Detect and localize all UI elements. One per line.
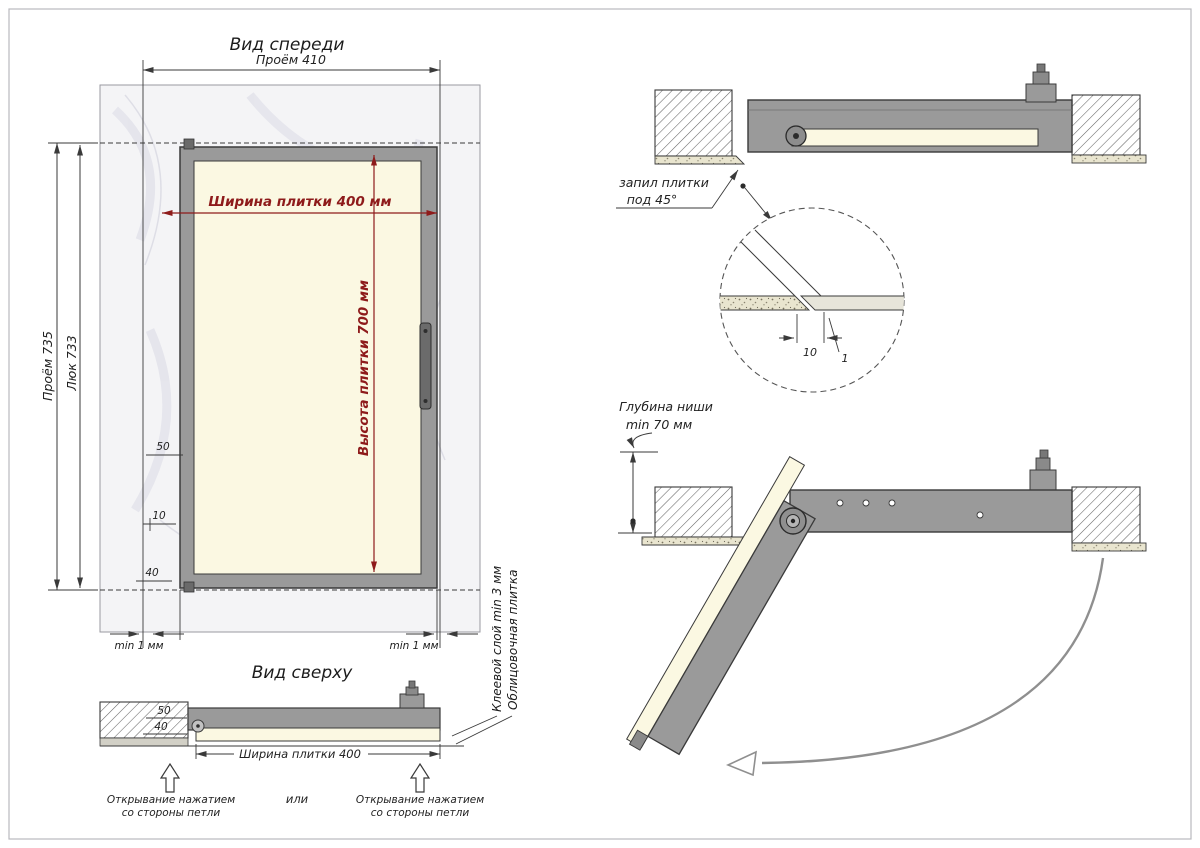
dim-40-top: 40: [143, 721, 187, 735]
dim-opening-height-label: Проём 735: [40, 331, 55, 401]
dim-50-front: 50: [146, 441, 183, 456]
press-arrow-right-icon: [409, 762, 431, 793]
dim-40-front: 40: [136, 567, 172, 582]
frame-hole-2: [862, 499, 870, 507]
open-door-foot: [628, 729, 649, 751]
top-hinge-pin: [196, 724, 200, 728]
page-border: [8, 8, 1192, 840]
swing-arrow-head-icon: [725, 750, 757, 777]
detail-dim-10-label: 10: [803, 346, 817, 359]
dim-opening-width-label: Проём 410: [256, 52, 326, 67]
or-label: или: [286, 792, 309, 806]
dim-50-front-label: 50: [156, 441, 170, 453]
top-latch: [399, 680, 425, 709]
dim-40-front-label: 40: [145, 567, 159, 579]
open-frame-arm: [789, 489, 1073, 533]
closed-wall-left: [654, 89, 733, 157]
hinge-pin-top: [183, 138, 195, 150]
top-wall-tile: [99, 737, 189, 747]
top-wall-hatch: [99, 701, 189, 739]
dim-tile-width-label: Ширина плитки 400 мм: [208, 194, 391, 210]
front-handle: [419, 322, 432, 410]
detail-hatch-tile: [799, 295, 904, 311]
dim-50-top: 50: [146, 705, 187, 719]
glue-leader-line: [451, 715, 498, 737]
swing-arrow: [725, 557, 1105, 777]
detail-wall-tile: [720, 295, 811, 311]
facing-tile-label: Облицовочная плитка: [506, 570, 520, 710]
dim-tile-width: Ширина плитки 400 мм: [162, 194, 437, 216]
depth-label-1: Глубина ниши: [619, 399, 713, 414]
dim-10-front-label: 10: [152, 510, 166, 522]
dim-min-right-label: min 1 мм: [390, 640, 439, 652]
dim-50-top-label: 50: [157, 705, 171, 717]
glue-layer-label: Клеевой слой min 3 мм: [490, 566, 504, 712]
dim-10-front: 10: [143, 510, 176, 531]
open-left-label-2: со стороны петли: [122, 807, 221, 819]
closed-section: запил плитки под 45°: [616, 63, 1147, 222]
top-view-title: Вид сверху: [252, 663, 354, 683]
cut-callout-dot: [740, 183, 746, 189]
dim-min-left-label: min 1 мм: [115, 640, 164, 652]
detail-content: [720, 229, 904, 353]
dim-opening-height: Проём 735: [40, 143, 60, 590]
detail-circle: 10 1: [719, 207, 905, 393]
depth-dot: [630, 518, 636, 524]
open-right-label-1: Открывание нажатием: [356, 794, 484, 806]
top-frame: [187, 707, 441, 731]
tile-leader-line: [455, 715, 513, 745]
cut-label-1: запил плитки: [619, 175, 709, 190]
open-wall-left: [654, 486, 733, 538]
frame-hole-1: [836, 499, 844, 507]
open-section: Глубина ниши min 70 мм: [618, 399, 1147, 777]
handle-screw-bottom: [423, 399, 428, 403]
depth-callout: Глубина ниши min 70 мм: [618, 399, 713, 534]
dim-tile-width-top: Ширина плитки 400: [195, 744, 441, 761]
dim-min-right: min 1 мм: [390, 631, 478, 652]
open-wall-right: [1071, 486, 1141, 544]
closed-wall-tile-left: [654, 155, 746, 165]
depth-label-2: min 70 мм: [626, 417, 692, 432]
front-tile: [193, 160, 422, 575]
dim-hatch-height-label: Люк 733: [64, 335, 79, 391]
dim-opening-width: Проём 410: [143, 52, 440, 73]
open-wall-tile-right: [1071, 542, 1147, 552]
press-arrow-left-icon: [159, 762, 181, 793]
swing-arrow-arc: [761, 557, 1105, 765]
top-tile: [195, 727, 441, 742]
dim-hatch-height: Люк 733: [64, 145, 83, 588]
open-hinge-pin: [790, 518, 796, 524]
dim-40-top-label: 40: [154, 721, 168, 733]
dim-tile-height-label: Высота плитки 700 мм: [356, 280, 372, 456]
closed-hinge-pin: [793, 133, 799, 139]
dim-tile-width-top-label: Ширина плитки 400: [239, 747, 361, 761]
detail-dim-1-label: 1: [842, 352, 849, 365]
hinge-pin-bottom: [183, 581, 195, 593]
open-latch: [1029, 449, 1057, 491]
dim-tile-height: Высота плитки 700 мм: [356, 155, 377, 572]
open-right-label-2: со стороны петли: [371, 807, 470, 819]
frame-hole-4: [976, 511, 984, 519]
closed-wall-tile-right: [1071, 154, 1147, 164]
front-view-title: Вид спереди: [230, 35, 345, 55]
closed-tile: [791, 128, 1039, 147]
cut-label-2: под 45°: [627, 192, 678, 207]
handle-screw-top: [423, 329, 428, 333]
frame-hole-3: [888, 499, 896, 507]
dim-min-left: min 1 мм: [110, 631, 184, 652]
closed-wall-right: [1071, 94, 1141, 156]
open-left-label-1: Открывание нажатием: [107, 794, 235, 806]
top-view: Вид сверху 50 40 Ширина плитки 400: [99, 566, 520, 819]
front-view: Вид спереди: [40, 35, 481, 652]
cut-callout: запил плитки под 45°: [616, 169, 773, 222]
closed-latch: [1025, 63, 1057, 103]
